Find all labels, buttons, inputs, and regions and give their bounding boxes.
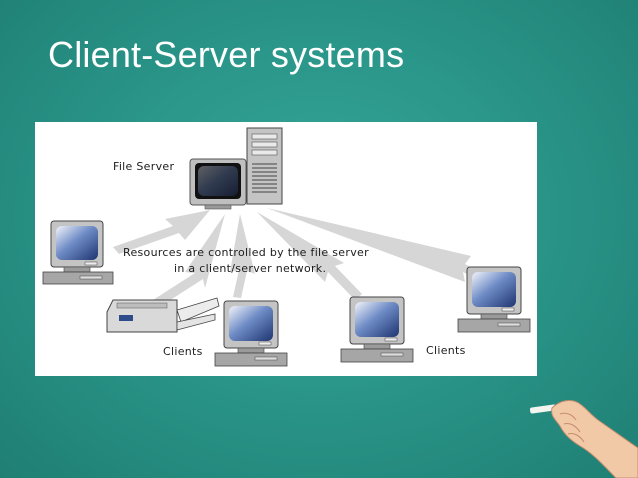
client-computer-right [457,266,531,333]
printer [106,297,220,333]
clients-label-left: Clients [163,345,203,358]
file-server-computer [189,127,283,210]
arrow-to-client-left [113,210,210,254]
arrow-to-client-right [267,208,488,284]
arrow-to-client-center-right [257,212,362,300]
arrow-to-client-center-left [230,214,255,298]
client-computer-center-right [340,296,414,363]
slide-title: Client-Server systems [48,34,405,75]
arrow-to-printer [153,214,225,306]
file-server-label: File Server [113,160,175,173]
clients-label-right: Clients [426,344,466,357]
caption-line-1: Resources are controlled by the file ser… [123,246,369,259]
network-diagram [42,127,531,367]
diagram-panel: File Server Resources are controlled by … [35,122,537,376]
caption-line-2: in a client/server network. [174,262,327,275]
client-computer-left [42,220,114,285]
hand-with-chalk-illustration [529,400,638,478]
client-computer-center-left [214,300,288,367]
